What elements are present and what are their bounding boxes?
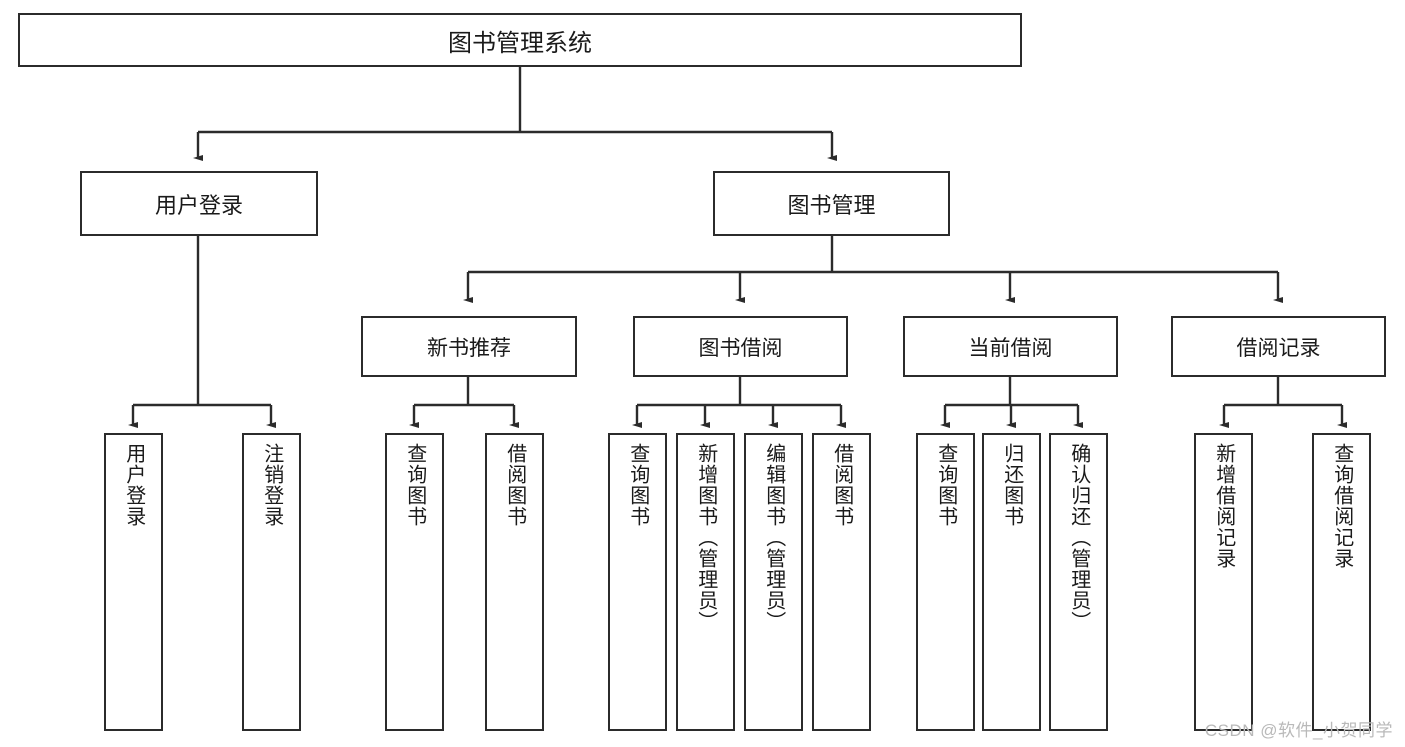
- node-label: 注销登录: [260, 443, 283, 527]
- leaf-borrow-record-add-record[interactable]: 新增借阅记录: [1194, 433, 1253, 731]
- node-label: 图书借阅: [698, 336, 783, 360]
- node-book-borrow[interactable]: 图书借阅: [633, 316, 848, 377]
- node-label: 新增图书（管理员）: [694, 443, 717, 632]
- node-current-borrow[interactable]: 当前借阅: [903, 316, 1118, 377]
- node-label: 借阅图书: [503, 443, 526, 527]
- leaf-user-login-logout[interactable]: 注销登录: [242, 433, 301, 731]
- leaf-current-borrow-query-book[interactable]: 查询图书: [916, 433, 975, 731]
- node-label: 编辑图书（管理员）: [762, 443, 785, 632]
- node-label: 新书推荐: [427, 336, 511, 360]
- node-label: 用户登录: [154, 192, 243, 218]
- leaf-current-borrow-return-book[interactable]: 归还图书: [982, 433, 1041, 731]
- leaf-book-borrow-borrow-book[interactable]: 借阅图书: [812, 433, 871, 731]
- leaf-new-book-borrow-book[interactable]: 借阅图书: [485, 433, 544, 731]
- node-label: 借阅记录: [1236, 336, 1321, 360]
- leaf-book-borrow-query-book[interactable]: 查询图书: [608, 433, 667, 731]
- node-book-management[interactable]: 图书管理: [713, 171, 950, 236]
- node-new-book-recommend[interactable]: 新书推荐: [361, 316, 577, 377]
- node-label: 查询图书: [403, 443, 426, 527]
- node-label: 归还图书: [1000, 443, 1023, 527]
- node-label: 图书管理: [787, 192, 876, 218]
- node-user-login[interactable]: 用户登录: [80, 171, 318, 236]
- leaf-current-borrow-confirm-return-admin[interactable]: 确认归还（管理员）: [1049, 433, 1108, 731]
- node-label: 用户登录: [122, 443, 145, 527]
- node-label: 新增借阅记录: [1212, 443, 1235, 569]
- node-label: 当前借阅: [968, 336, 1053, 360]
- node-label: 借阅图书: [830, 443, 853, 527]
- watermark-text: CSDN @软件_小贺同学: [1204, 721, 1393, 740]
- leaf-book-borrow-add-book-admin[interactable]: 新增图书（管理员）: [676, 433, 735, 731]
- node-label: 查询借阅记录: [1330, 443, 1353, 569]
- node-label: 查询图书: [934, 443, 957, 527]
- leaf-user-login-login[interactable]: 用户登录: [104, 433, 163, 731]
- node-root-book-management-system[interactable]: 图书管理系统: [18, 13, 1022, 67]
- node-label: 确认归还（管理员）: [1067, 443, 1090, 632]
- leaf-new-book-query-book[interactable]: 查询图书: [385, 433, 444, 731]
- node-borrow-record[interactable]: 借阅记录: [1171, 316, 1386, 377]
- leaf-borrow-record-query-record[interactable]: 查询借阅记录: [1312, 433, 1371, 731]
- leaf-book-borrow-edit-book-admin[interactable]: 编辑图书（管理员）: [744, 433, 803, 731]
- node-label: 图书管理系统: [448, 29, 592, 57]
- node-label: 查询图书: [626, 443, 649, 527]
